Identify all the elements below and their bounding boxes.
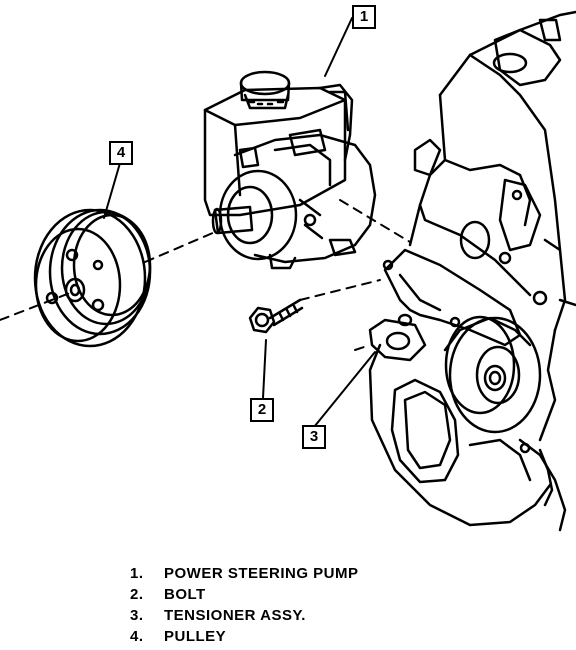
legend-label: POWER STEERING PUMP (164, 565, 359, 582)
legend-label: BOLT (164, 586, 206, 603)
legend-item-2: 2. BOLT (130, 584, 359, 605)
legend-number: 1. (130, 565, 144, 582)
bolt-shape (248, 298, 304, 334)
tensioner-pulley-shape (443, 315, 542, 434)
legend-number: 3. (130, 607, 144, 624)
pump-shape (203, 70, 377, 270)
legend-number: 2. (130, 586, 144, 603)
tensioner-bracket-shape (368, 248, 522, 362)
callout-2-bolt: 2 (250, 398, 274, 422)
legend-item-1: 1. POWER STEERING PUMP (130, 563, 359, 584)
legend-label: PULLEY (164, 628, 227, 645)
callout-1-pump: 1 (352, 5, 376, 29)
legend-item-3: 3. TENSIONER ASSY. (130, 605, 359, 626)
callout-4-pulley: 4 (109, 141, 133, 165)
callout-3-tensioner: 3 (302, 425, 326, 449)
parts-legend: 1. POWER STEERING PUMP 2. BOLT 3. TENSIONER… (130, 563, 359, 647)
legend-label: TENSIONER ASSY. (164, 607, 306, 624)
pulley-shape (33, 208, 152, 348)
legend-item-4: 4. PULLEY (130, 626, 359, 647)
engine-block (408, 10, 576, 442)
legend-number: 4. (130, 628, 144, 645)
timing-cover (368, 343, 567, 532)
